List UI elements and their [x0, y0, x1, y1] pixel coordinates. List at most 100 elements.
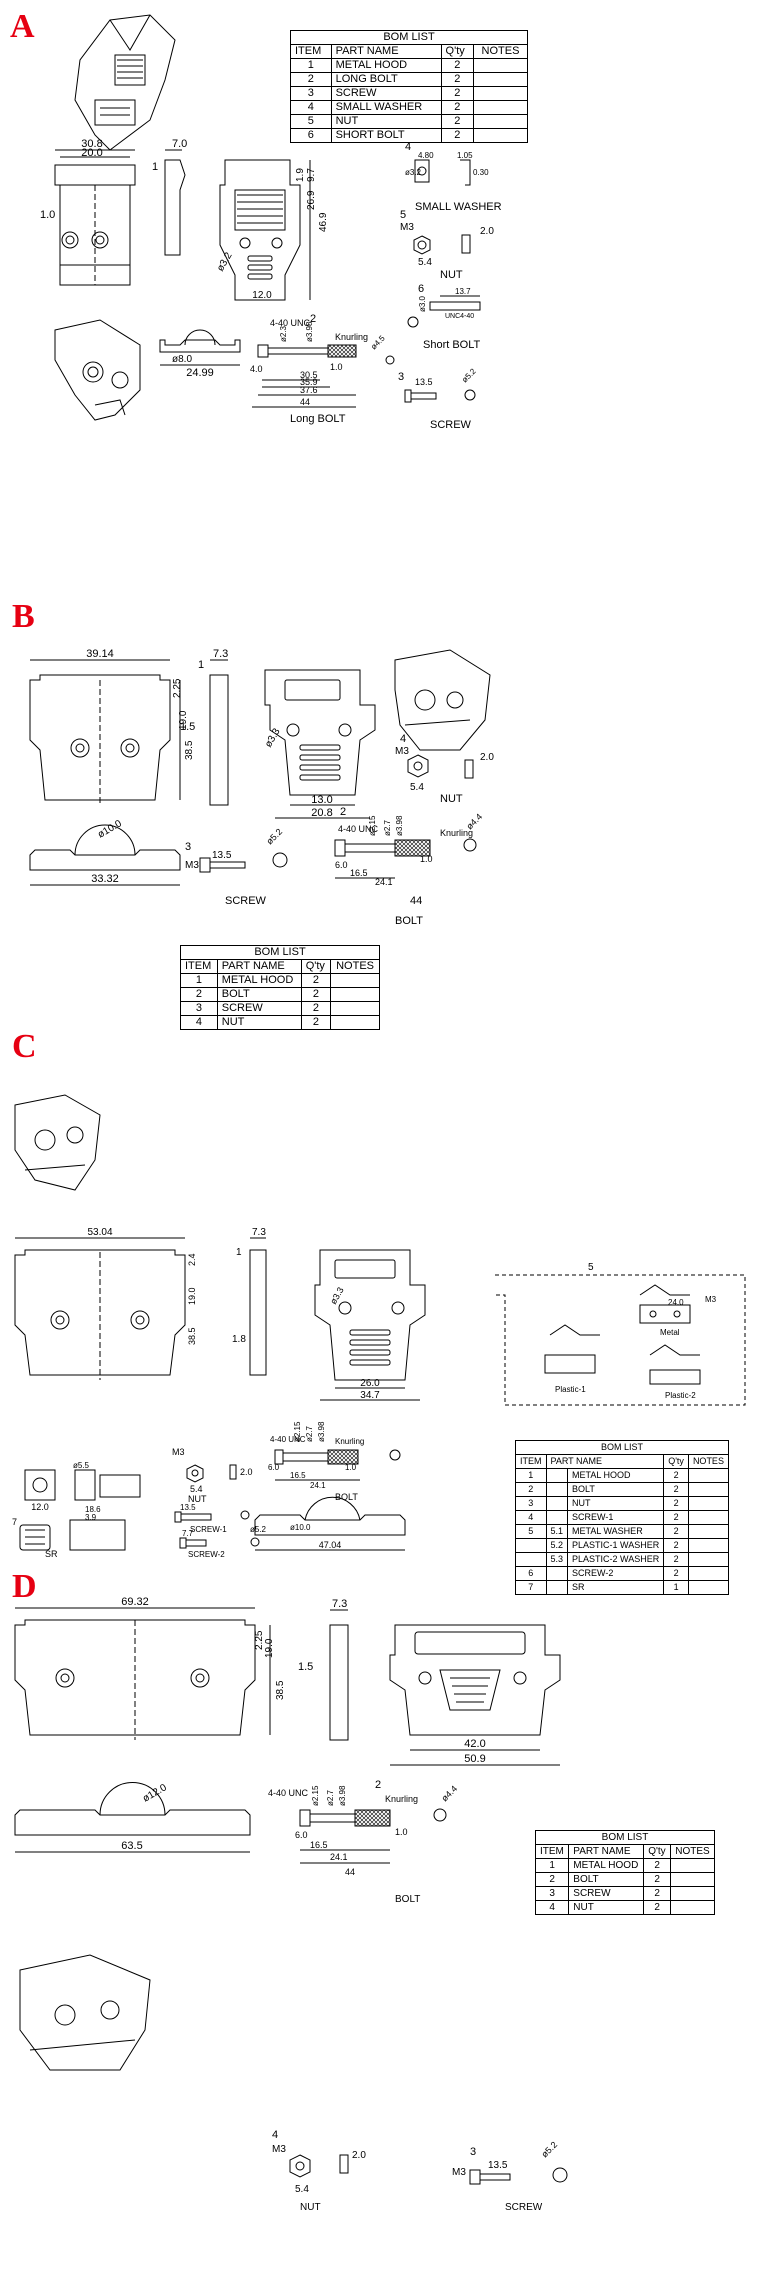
- svg-text:4: 4: [400, 733, 406, 745]
- dim-screw-len-a: 13.5: [415, 377, 433, 387]
- label-knurling-b: Knurling: [440, 828, 473, 838]
- dim-b-bolt-d2: ø2.7: [383, 819, 392, 836]
- section-d-drawing: 69.32 2.25 19.0 38.5 7.3 1.5 42.0 50.9 6…: [14, 1596, 568, 2213]
- dim-bolt-thread-a: 4-40 UNC: [270, 318, 311, 328]
- dim-bolt-d2-a: ø3.98: [305, 321, 314, 342]
- dim-c-sr-l2: 3.9: [85, 1513, 97, 1522]
- dim-b-h2: 19.0: [178, 710, 189, 730]
- dim-b-bottom2: 20.8: [311, 807, 332, 819]
- dim-d-offset: 1.5: [298, 1661, 313, 1673]
- dim-arc-r-a: ø8.0: [172, 354, 192, 365]
- dim-a-h1: 1.9: [295, 168, 306, 182]
- label-c-screw2: SCREW-2: [188, 1550, 225, 1559]
- dim-b-bolt-thread: 4-40 UNC: [338, 824, 379, 834]
- hood-arc-view-d: [14, 1782, 251, 1853]
- bom-header-item: ITEM: [515, 1454, 547, 1469]
- svg-text:1: 1: [152, 161, 158, 173]
- dim-bolt-d1-a: ø2.3: [279, 325, 288, 342]
- hood-detail-view-b: [264, 669, 376, 819]
- dim-b-bolt-len3: 44: [410, 895, 423, 907]
- label-d-knurling: Knurling: [385, 1794, 418, 1804]
- dim-b-nut-m: M3: [395, 746, 409, 757]
- hood-arc-view-a: [159, 329, 241, 366]
- section-c-drawing: 53.04 2.4 19.0 38.5 7.3 1.8 1 ø3.3 26.0 …: [12, 1094, 746, 1559]
- dim-screw-d-a: ø5.2: [460, 366, 478, 384]
- label-c-screw1: SCREW-1: [190, 1525, 227, 1534]
- nut-drawing-c: [186, 1464, 237, 1483]
- dim-washer-d: ø3.2: [405, 168, 422, 177]
- dim-d-bolt-d2: ø2.7: [326, 1789, 335, 1806]
- dim-bolt-head-a: 4.0: [250, 364, 263, 374]
- dim-bolt-len3-a: 35.9: [300, 377, 318, 387]
- bom-header-notes: NOTES: [473, 44, 528, 59]
- dim-b-bolt-d4: ø4.4: [464, 812, 484, 832]
- dim-c-bolt-head: 6.0: [268, 1463, 280, 1472]
- label-c-bolt: BOLT: [335, 1492, 358, 1502]
- dim-c-bolt-knurl: 1.0: [345, 1463, 357, 1472]
- dim-d-screw-len: 13.5: [488, 2160, 508, 2171]
- dim-d-bolt-len1: 16.5: [310, 1840, 328, 1850]
- dim-b-h1: 2.25: [172, 678, 183, 698]
- dim-nut-w: 5.4: [418, 257, 432, 268]
- dim-d-bolt-len2: 24.1: [330, 1852, 348, 1862]
- dim-c-bolt-d2: ø2.7: [305, 1425, 314, 1442]
- dim-d-bolt-d4: ø4.4: [439, 1784, 459, 1804]
- dim-c-bottom1: 26.0: [360, 1378, 380, 1389]
- bom-title: BOM LIST: [180, 945, 380, 960]
- dim-c-sr-d: ø5.5: [73, 1461, 90, 1470]
- section-d-letter: D: [12, 1568, 37, 1605]
- dim-d-h3: 38.5: [275, 1680, 286, 1700]
- nut-drawing-d: [289, 2154, 349, 2178]
- bolt-drawing-c: [274, 1449, 401, 1481]
- dim-b-width: 39.14: [86, 648, 114, 660]
- screw-drawing-b: [199, 852, 288, 873]
- dim-d-h1: 2.25: [254, 1630, 265, 1650]
- dim-b-arc-w: 33.32: [91, 873, 119, 885]
- dim-d-nut-t: 2.0: [352, 2150, 366, 2161]
- bolt-drawing-b: [334, 838, 477, 879]
- dim-d-nut-m: M3: [272, 2144, 286, 2155]
- label-d-bolt: BOLT: [395, 1894, 420, 1905]
- bolt-drawing-d: [299, 1808, 447, 1864]
- dim-nut-t: 2.0: [480, 226, 494, 237]
- bom-header-notes: NOTES: [330, 959, 380, 974]
- dim-a-depth: 7.0: [172, 138, 187, 150]
- section-c-letter: C: [12, 1028, 37, 1065]
- dim-d-screw-m: M3: [452, 2167, 466, 2178]
- dim-b-side: 7.3: [213, 648, 228, 660]
- nut-drawing-a: [413, 234, 471, 255]
- dim-d-bottom2: 50.9: [464, 1753, 485, 1765]
- dim-c-side: 7.3: [252, 1227, 266, 1238]
- screw2-drawing-c: [179, 1537, 260, 1549]
- label-bolt-b: BOLT: [395, 915, 423, 927]
- section-b: B 39.14 2.25 19.0 38.5 7.3 1.5 1 ø3.3: [0, 600, 758, 890]
- label-c-knurling: Knurling: [335, 1437, 364, 1446]
- small-washer-drawing-a: [414, 159, 471, 186]
- hood-side-view-a: [164, 149, 186, 256]
- svg-text:1: 1: [198, 659, 204, 671]
- dim-b-bolt-len1: 16.5: [350, 868, 368, 878]
- label-nut-b: NUT: [440, 793, 463, 805]
- dim-b-bolt-head: 6.0: [335, 860, 348, 870]
- dim-c-screw2-len: 7.7: [182, 1529, 194, 1538]
- dim-short-bolt-thread: UNC4-40: [445, 313, 474, 320]
- dim-b-arc-r: ø10.0: [96, 818, 124, 841]
- dim-c-bolt-d3: ø3.98: [317, 1421, 326, 1442]
- bom-header-qty: Q'ty: [663, 1454, 689, 1469]
- dim-d-arc-w: 63.5: [121, 1840, 142, 1852]
- dim-bolt-d3-a: ø4.5: [369, 333, 387, 351]
- dim-c-bolt-d1: ø2.15: [293, 1421, 302, 1442]
- bom-header-part: PART NAME: [568, 1844, 645, 1859]
- dim-c-bolt-len1: 16.5: [290, 1471, 306, 1480]
- dim-c-bolt-len2: 24.1: [310, 1481, 326, 1490]
- label-knurling-a: Knurling: [335, 332, 368, 342]
- dim-a-inner: 20.0: [81, 147, 102, 159]
